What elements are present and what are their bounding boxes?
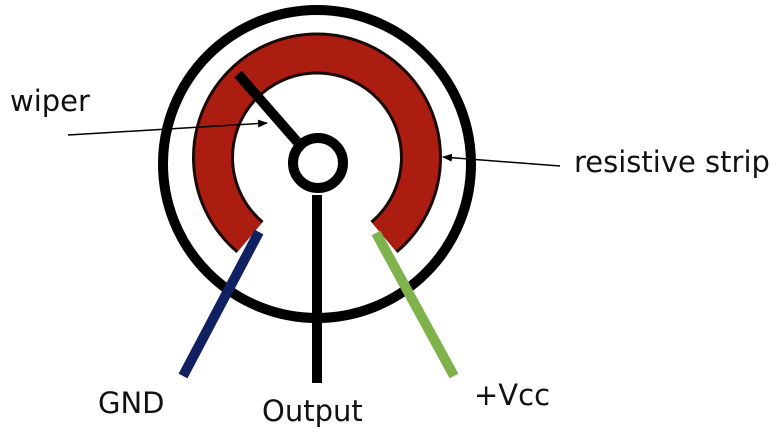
wiper-label: wiper [10, 84, 90, 118]
wiper-pointer-arrow [67, 119, 268, 136]
strip-pointer-arrow [442, 153, 561, 167]
gnd-label: GND [98, 386, 165, 420]
center-pivot [288, 133, 348, 193]
resistive-strip [195, 35, 439, 251]
vcc-lead [371, 230, 459, 379]
resistive-strip-label: resistive strip [574, 145, 770, 179]
wiper-arm [234, 70, 304, 149]
output-label: Output [262, 394, 363, 428]
vcc-label: +Vcc [474, 378, 551, 412]
gnd-lead [178, 229, 264, 379]
